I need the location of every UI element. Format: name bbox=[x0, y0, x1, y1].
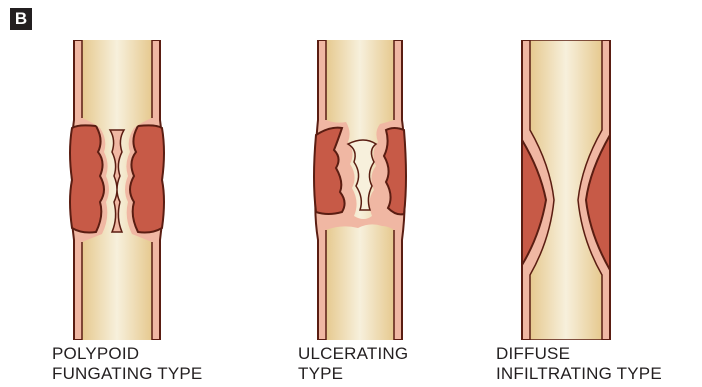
caption-line: FUNGATING TYPE bbox=[52, 364, 202, 384]
caption-line: TYPE bbox=[298, 364, 408, 384]
diffuse-infiltrating-tumor-icon bbox=[506, 40, 636, 340]
panel-label-badge: B bbox=[10, 8, 32, 30]
caption-line: POLYPOID bbox=[52, 344, 202, 364]
caption-diffuse: DIFFUSE INFILTRATING TYPE bbox=[496, 344, 662, 384]
caption-polypoid: POLYPOID FUNGATING TYPE bbox=[52, 344, 202, 384]
caption-line: ULCERATING bbox=[298, 344, 408, 364]
caption-ulcerating: ULCERATING TYPE bbox=[298, 344, 408, 384]
polypoid-fungating-tumor-icon bbox=[52, 40, 182, 340]
caption-line: DIFFUSE bbox=[496, 344, 662, 364]
ulcerating-tumor-icon bbox=[298, 40, 428, 340]
caption-line: INFILTRATING TYPE bbox=[496, 364, 662, 384]
